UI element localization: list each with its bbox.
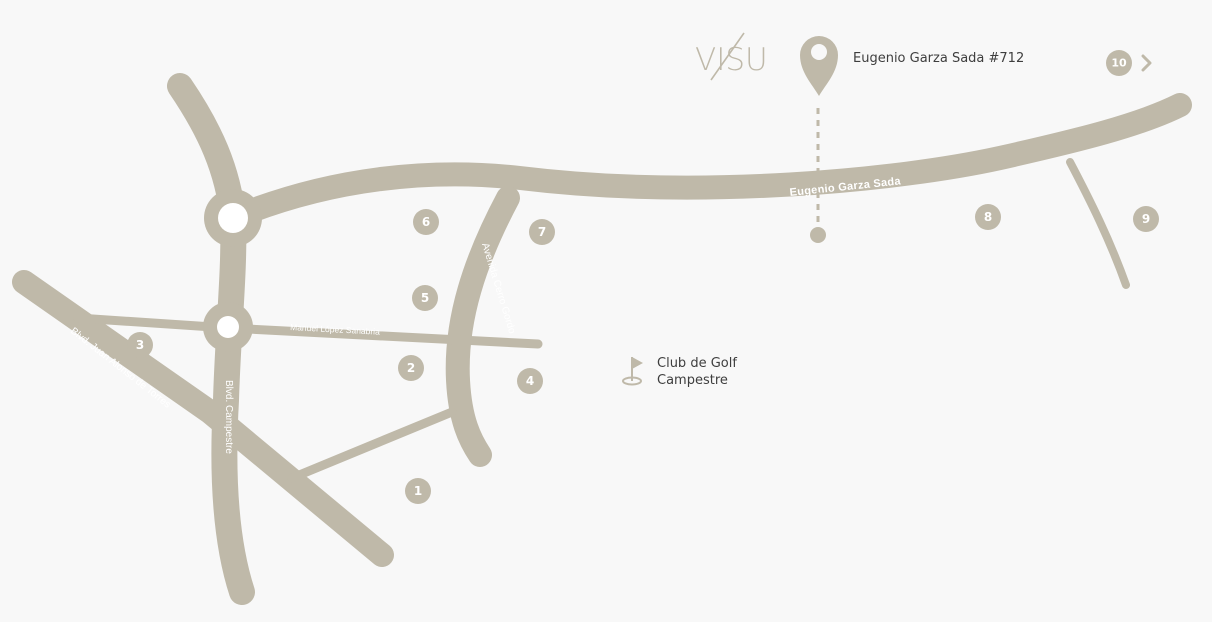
chevron-right-icon <box>1141 54 1152 72</box>
golf-club-name-line2: Campestre <box>657 373 728 388</box>
marker-3[interactable]: 3 <box>127 332 153 358</box>
marker-9[interactable]: 9 <box>1133 206 1159 232</box>
roads <box>12 73 1192 605</box>
brand-logo: VISU <box>695 32 768 81</box>
svg-text:10: 10 <box>1111 57 1127 70</box>
road-garza-sada <box>221 93 1192 230</box>
marker-6[interactable]: 6 <box>413 209 439 235</box>
svg-text:7: 7 <box>538 225 546 239</box>
location-dot <box>810 227 826 243</box>
label-campestre: Blvd. Campestre <box>223 380 234 454</box>
svg-text:1: 1 <box>414 484 422 498</box>
road-east-branch <box>1066 158 1130 289</box>
location-pin-icon <box>800 36 838 96</box>
label-lopez-sanabria: Manuel López Sanabria <box>290 322 380 337</box>
marker-5[interactable]: 5 <box>412 285 438 311</box>
road-juan-alonso <box>12 270 394 567</box>
roundabouts <box>203 189 262 352</box>
svg-text:VISU: VISU <box>695 42 768 78</box>
markers: 1 2 3 4 5 6 7 8 9 <box>127 204 1159 504</box>
svg-text:8: 8 <box>984 210 992 224</box>
marker-1[interactable]: 1 <box>405 478 431 504</box>
svg-text:5: 5 <box>421 291 429 305</box>
marker-2[interactable]: 2 <box>398 355 424 381</box>
svg-text:6: 6 <box>422 215 430 229</box>
marker-10: 10 <box>1106 50 1132 76</box>
svg-text:2: 2 <box>407 361 415 375</box>
location-pin[interactable] <box>800 36 838 243</box>
next-button[interactable]: 10 <box>1106 50 1152 76</box>
golf-flag-icon <box>622 357 643 386</box>
svg-text:4: 4 <box>526 374 534 388</box>
road-connector-south <box>287 407 457 483</box>
marker-8[interactable]: 8 <box>975 204 1001 230</box>
golf-club-name-line1: Club de Golf <box>657 356 737 371</box>
svg-text:9: 9 <box>1142 212 1150 226</box>
location-address: Eugenio Garza Sada #712 <box>853 51 1024 66</box>
marker-4[interactable]: 4 <box>517 368 543 394</box>
svg-text:3: 3 <box>136 338 144 352</box>
marker-7[interactable]: 7 <box>529 219 555 245</box>
road-cerro-gordo <box>445 186 520 467</box>
label-cerro-gordo: Avenida Cerro Gordo <box>479 242 517 336</box>
